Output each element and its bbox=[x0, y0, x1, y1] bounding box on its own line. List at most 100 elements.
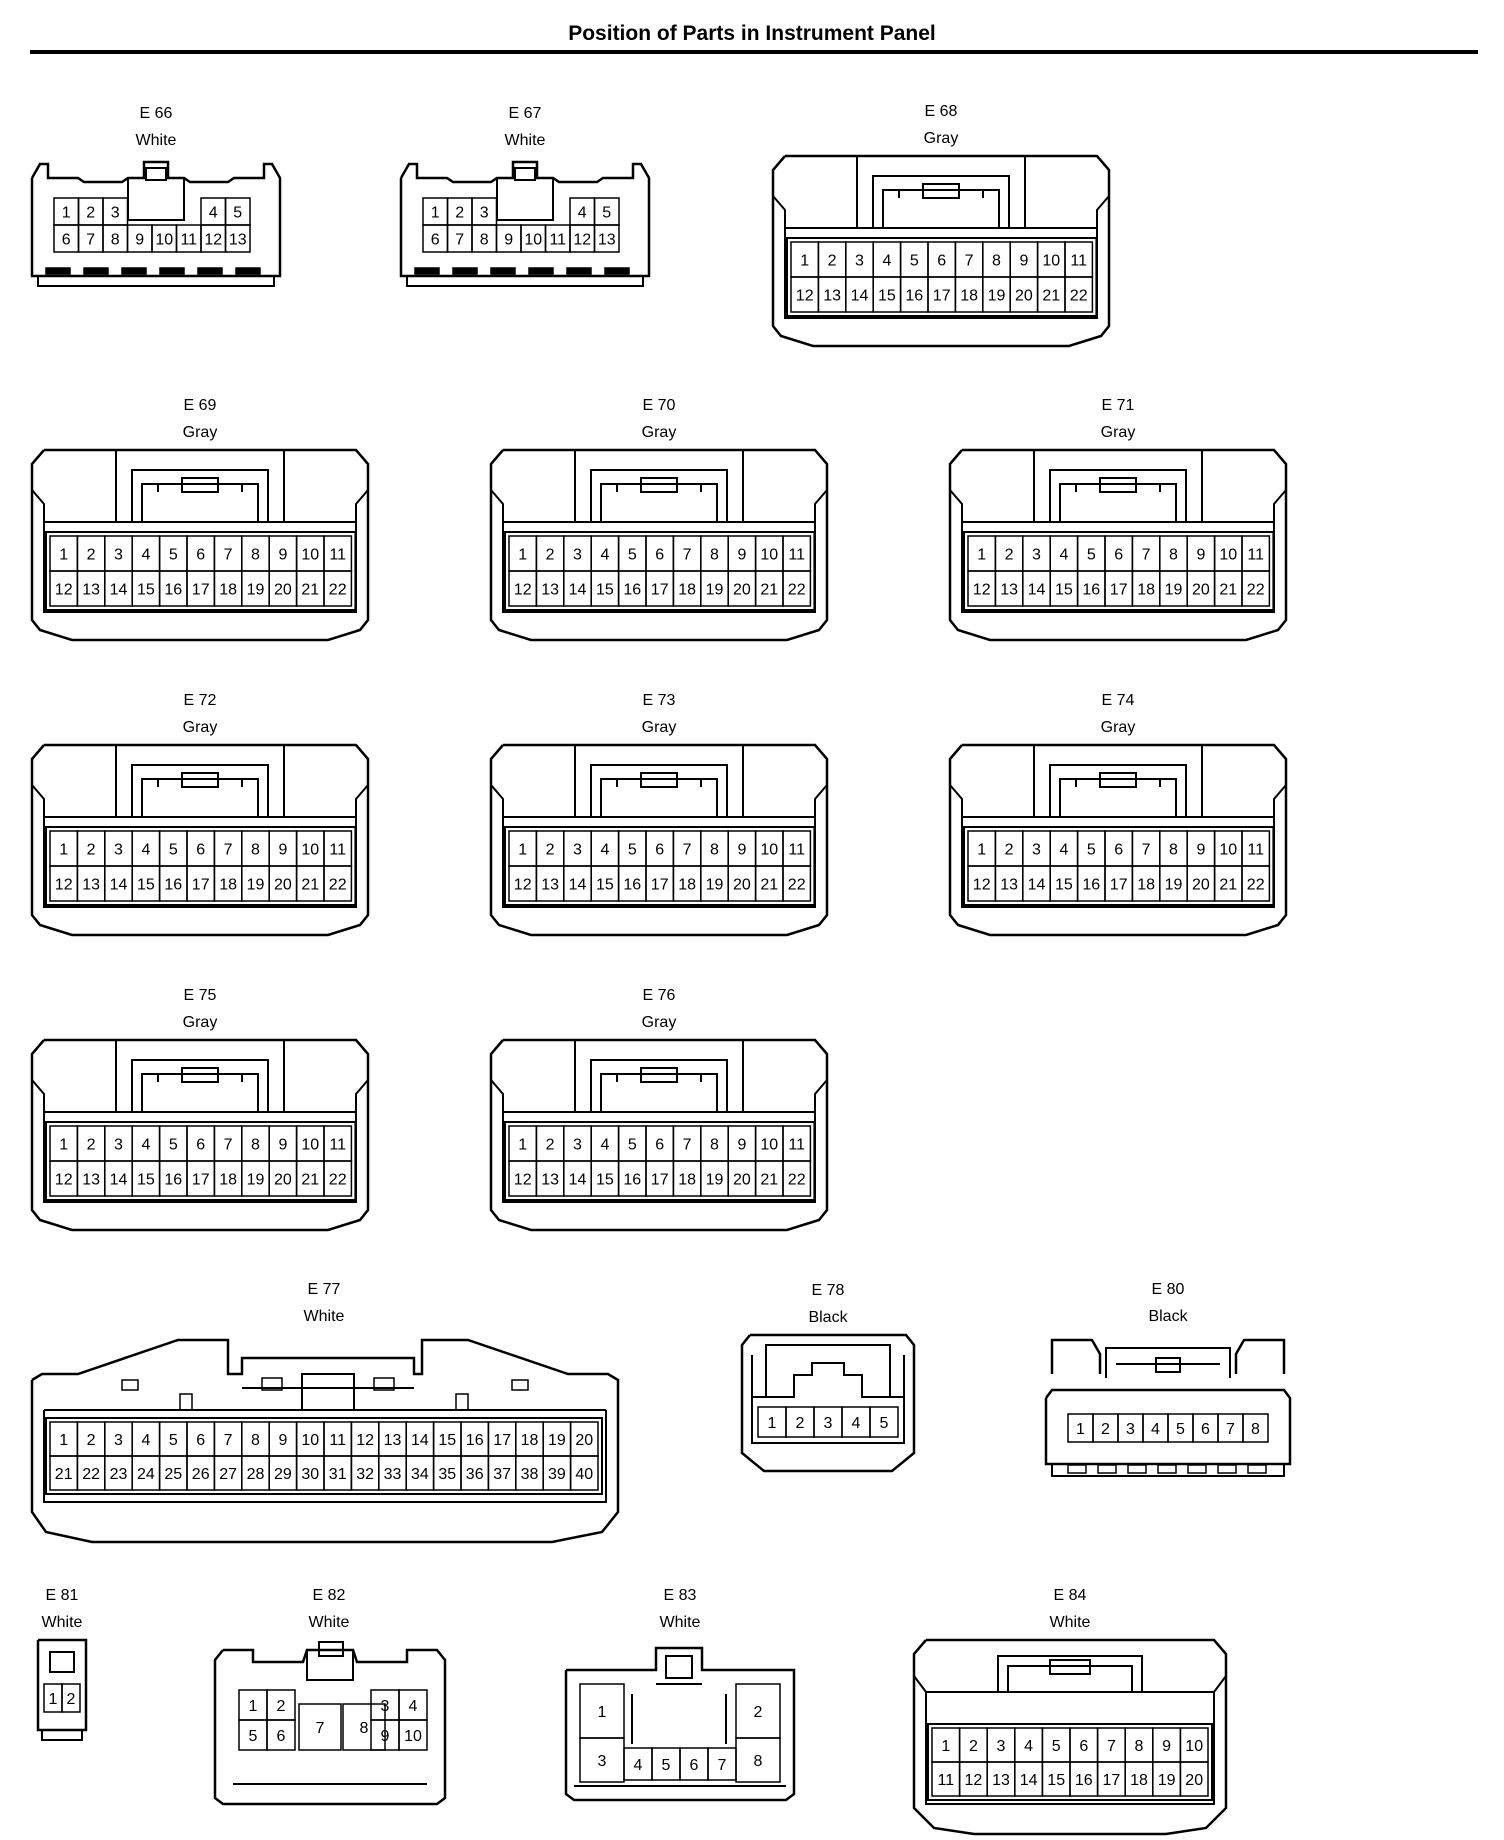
pin-cell: 9 bbox=[727, 830, 757, 867]
pin-number: 14 bbox=[851, 288, 869, 305]
pin-cell: 21 bbox=[295, 1160, 325, 1197]
pin-cell: 22 bbox=[323, 865, 353, 902]
pin-cell: 7 bbox=[213, 1421, 243, 1457]
pin-cell: 22 bbox=[782, 570, 812, 607]
pin-cell: 15 bbox=[131, 570, 161, 607]
pin-cell: 4 bbox=[200, 197, 227, 226]
pin-cell: 8 bbox=[1124, 1727, 1154, 1763]
pin-cell: 12 bbox=[49, 570, 79, 607]
connector-color: White bbox=[304, 1308, 345, 1325]
pin-number: 23 bbox=[110, 1466, 128, 1483]
pin-number: 3 bbox=[855, 253, 864, 270]
pin-cell: 18 bbox=[1131, 570, 1161, 607]
pin-number: 2 bbox=[1005, 547, 1014, 564]
pin-cell: 21 bbox=[49, 1455, 79, 1491]
pin-cell: 3 bbox=[104, 1421, 133, 1457]
pin-number: 37 bbox=[493, 1466, 511, 1483]
pin-number: 8 bbox=[251, 547, 260, 564]
pin-cell: 5 bbox=[158, 1125, 188, 1162]
pin-cell: 2 bbox=[535, 830, 565, 867]
pin-cell: 22 bbox=[76, 1455, 106, 1491]
pin-number: 8 bbox=[360, 1720, 369, 1737]
pin-number: 2 bbox=[67, 1691, 76, 1708]
pin-cell: 7 bbox=[213, 1125, 243, 1162]
pin-cell: 12 bbox=[508, 1160, 538, 1197]
pin-cell: 1 bbox=[53, 197, 80, 226]
pin-cell: 17 bbox=[645, 865, 675, 902]
pin-number: 11 bbox=[937, 1772, 954, 1789]
pin-number: 4 bbox=[578, 205, 587, 222]
pin-number: 12 bbox=[55, 1172, 73, 1189]
pin-cell: 4 bbox=[590, 535, 620, 572]
pin-number: 25 bbox=[164, 1466, 182, 1483]
pin-cell: 6 bbox=[645, 830, 675, 867]
pin-number: 1 bbox=[59, 547, 68, 564]
pin-cell: 16 bbox=[617, 865, 647, 902]
pin-number: 5 bbox=[1052, 1738, 1061, 1755]
pin-cell: 2 bbox=[76, 1421, 106, 1457]
pin-cell: 18 bbox=[1124, 1761, 1154, 1797]
pin-number: 3 bbox=[573, 842, 582, 859]
pin-number: 21 bbox=[1042, 288, 1060, 305]
pin-number: 11 bbox=[1247, 547, 1264, 564]
pin-cell: 2 bbox=[535, 1125, 565, 1162]
pin-number: 15 bbox=[596, 582, 614, 599]
pin-cell: 10 bbox=[295, 1125, 325, 1162]
pin-number: 5 bbox=[1087, 547, 1096, 564]
pin-number: 14 bbox=[569, 1172, 587, 1189]
pin-number: 4 bbox=[600, 547, 609, 564]
connector-color: White bbox=[136, 132, 177, 149]
pin-cell: 15 bbox=[432, 1421, 462, 1457]
pin-number: 12 bbox=[514, 582, 532, 599]
pin-cell: 20 bbox=[569, 1421, 599, 1457]
pin-number: 6 bbox=[196, 1432, 205, 1449]
pin-cell: 8 bbox=[102, 224, 129, 253]
pin-cell: 6 bbox=[927, 241, 957, 278]
pin-cell: 6 bbox=[1104, 535, 1134, 572]
pin-cell: 1 bbox=[49, 830, 79, 867]
pin-cell: 11 bbox=[323, 830, 353, 867]
pin-cell: 1 bbox=[422, 197, 449, 226]
pin-number: 5 bbox=[1176, 1421, 1185, 1438]
pin-cell: 13 bbox=[535, 865, 565, 902]
pin-cell: 9 bbox=[268, 535, 298, 572]
pin-cell: 7 bbox=[707, 1747, 737, 1781]
pin-cell: 7 bbox=[1131, 535, 1161, 572]
pin-cell: 8 bbox=[1242, 1413, 1269, 1443]
pin-cell: 3 bbox=[563, 1125, 592, 1162]
pin-number: 7 bbox=[1226, 1421, 1235, 1438]
pin-number: 39 bbox=[548, 1466, 566, 1483]
pin-cell: 9 bbox=[727, 1125, 757, 1162]
pin-number: 11 bbox=[180, 232, 197, 249]
pin-number: 11 bbox=[788, 547, 805, 564]
pin-cell: 13 bbox=[378, 1421, 407, 1457]
pin-number: 19 bbox=[247, 1172, 265, 1189]
pin-number: 16 bbox=[623, 877, 641, 894]
pin-cell: 14 bbox=[563, 1160, 592, 1197]
pin-cell: 15 bbox=[872, 276, 902, 313]
pin-number: 20 bbox=[1015, 288, 1033, 305]
pin-cell: 5 bbox=[1167, 1413, 1194, 1443]
pin-cell: 14 bbox=[104, 1160, 133, 1197]
pin-number: 7 bbox=[965, 253, 974, 270]
pin-number: 19 bbox=[706, 877, 724, 894]
pin-number: 5 bbox=[169, 1137, 178, 1154]
pin-cell: 4 bbox=[872, 241, 902, 278]
pin-cell: 9 bbox=[1009, 241, 1039, 278]
pin-cell: 8 bbox=[1159, 535, 1188, 572]
pin-number: 4 bbox=[141, 547, 150, 564]
pin-number: 6 bbox=[655, 547, 664, 564]
pin-number: 2 bbox=[87, 1137, 96, 1154]
pin-number: 5 bbox=[628, 547, 637, 564]
pin-number: 8 bbox=[1251, 1421, 1260, 1438]
pin-number: 2 bbox=[1005, 842, 1014, 859]
pin-cell: 6 bbox=[186, 1125, 216, 1162]
pin-cell: 5 bbox=[617, 535, 647, 572]
pin-number: 6 bbox=[1114, 842, 1123, 859]
pin-cell: 11 bbox=[782, 535, 812, 572]
pin-number: 1 bbox=[518, 1137, 527, 1154]
pin-number: 21 bbox=[760, 582, 778, 599]
pin-number: 5 bbox=[910, 253, 919, 270]
